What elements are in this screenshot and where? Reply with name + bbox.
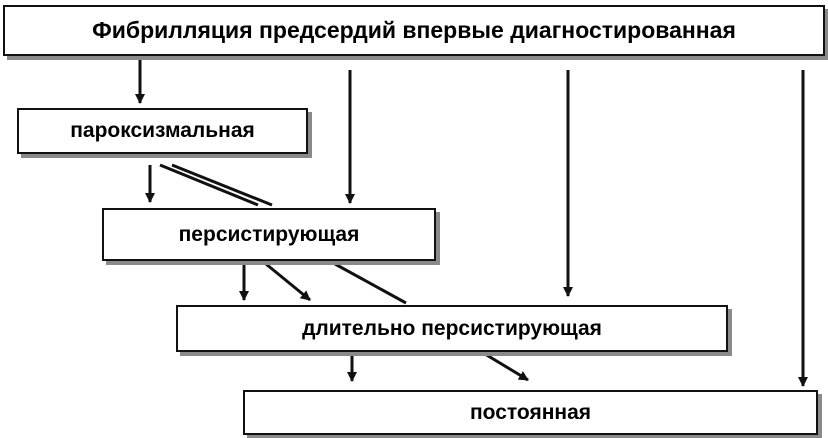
node-permanent: постоянная xyxy=(243,390,818,435)
node-paroxysmal: пароксизмальная xyxy=(17,108,308,154)
node-first-diagnosed: Фибрилляция предсердий впервые диагности… xyxy=(3,5,825,56)
node-persistent: персистирующая xyxy=(102,208,436,261)
arrow-persistent-to-long-persistent-diagonal xyxy=(265,262,311,302)
arrow-paroxysmal-to-long-persistent xyxy=(159,163,259,207)
node-long-persistent-label: длительно персистирующая xyxy=(302,316,602,340)
node-permanent-label: постоянная xyxy=(469,400,592,424)
node-first-diagnosed-label: Фибрилляция предсердий впервые диагности… xyxy=(92,17,736,43)
node-paroxysmal-label: пароксизмальная xyxy=(70,119,255,142)
arrow-persistent-to-permanent xyxy=(334,262,407,305)
arrow-paroxysmal-to-permanent xyxy=(171,163,273,207)
arrow-long-persistent-to-permanent-diagonal xyxy=(484,352,529,382)
node-persistent-label: персистирующая xyxy=(178,222,360,246)
node-long-persistent: длительно персистирующая xyxy=(176,305,728,352)
